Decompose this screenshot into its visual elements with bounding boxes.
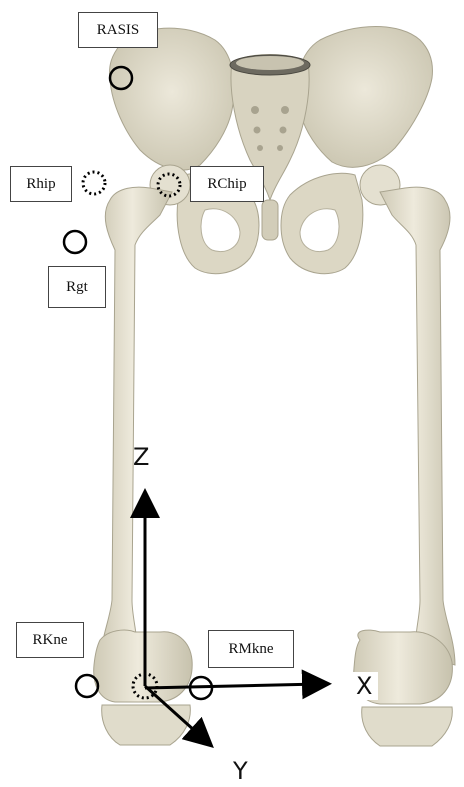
marker-rhip xyxy=(83,172,105,194)
axis-label-y: Y xyxy=(233,757,248,785)
label-rgt: Rgt xyxy=(48,266,106,308)
pelvis xyxy=(109,27,432,274)
left-tibia-plateau xyxy=(362,707,453,746)
right-distal-femur xyxy=(94,630,192,702)
marker-rkne xyxy=(76,675,98,697)
axis-label-z: Z xyxy=(133,443,149,471)
axis-label-x: X xyxy=(350,672,378,700)
label-rkne: RKne xyxy=(16,622,84,658)
label-rmkne: RMkne xyxy=(208,630,294,668)
label-rchip: RChip xyxy=(190,166,264,202)
right-iliac-wing xyxy=(109,28,234,170)
label-rasis: RASIS xyxy=(78,12,158,48)
right-tibia-plateau xyxy=(102,705,191,745)
marker-rgt xyxy=(64,231,86,253)
left-iliac-wing xyxy=(297,27,433,168)
label-rhip: Rhip xyxy=(10,166,72,202)
left-femur xyxy=(354,165,455,746)
